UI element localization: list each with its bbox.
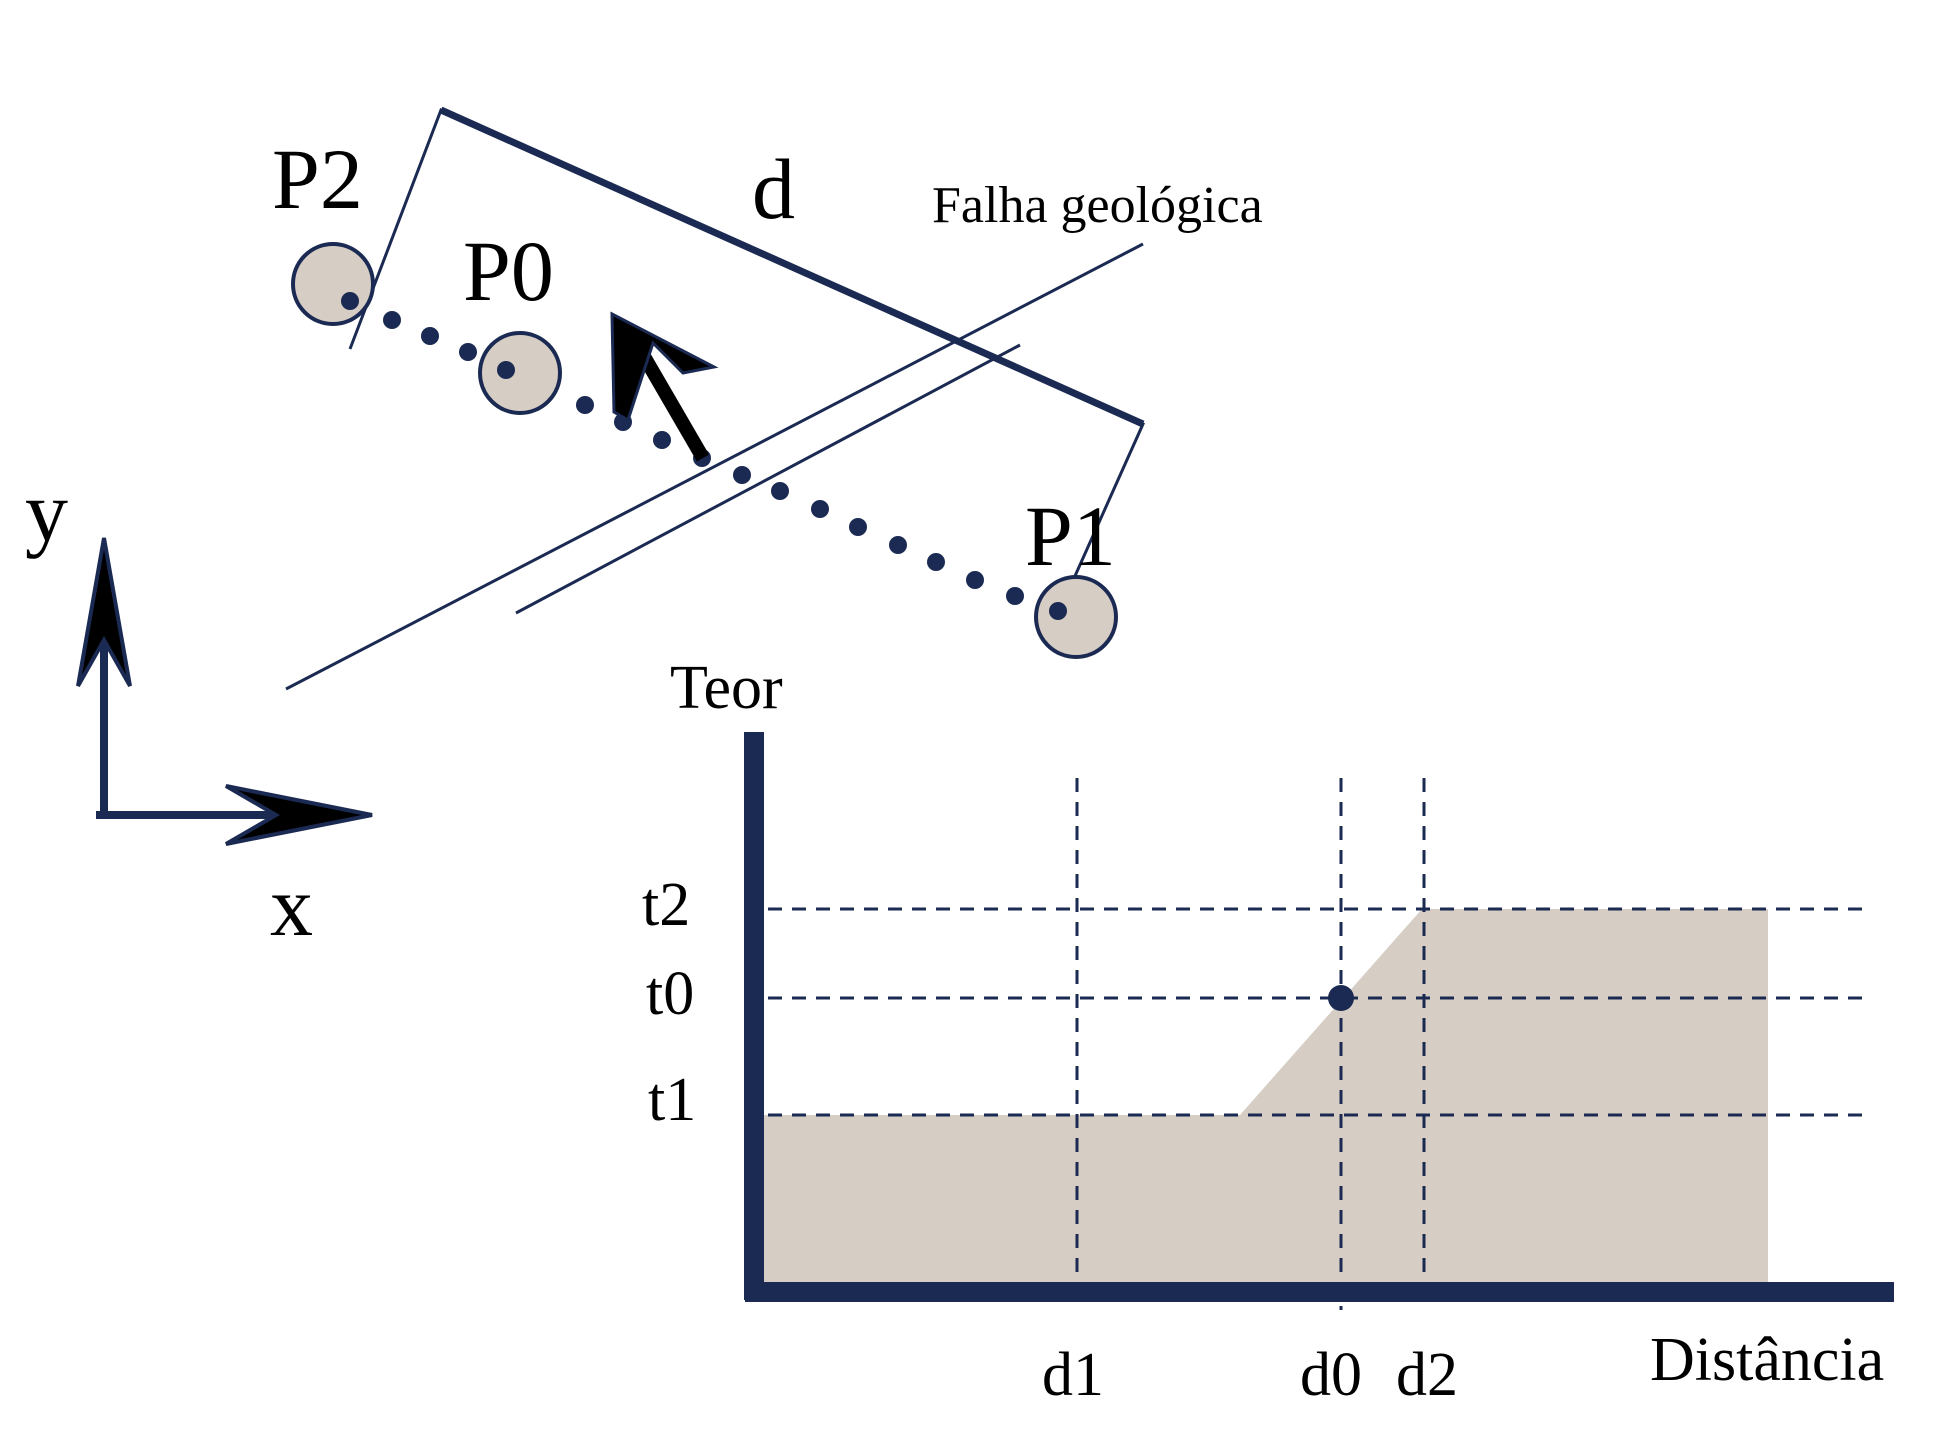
fault-movement-arrow [610,311,719,462]
grade-profile-area [761,909,1768,1290]
sample-point-p2 [291,242,375,326]
marked-point-d0-t0 [1328,985,1354,1011]
fault-line-upper [285,242,1144,691]
label-distance-d: d [752,141,795,237]
x-tick-d0: d0 [1300,1341,1362,1409]
label-x-axis: x [270,858,313,954]
y-tick-t1: t1 [648,1066,696,1134]
label-p1: P1 [1025,488,1116,584]
label-fault: Falha geológica [932,177,1263,234]
distance-bracket-bar [439,106,1145,428]
reference-lines [768,778,1872,1310]
y-tick-t2: t2 [642,871,690,939]
x-tick-d2: d2 [1396,1341,1458,1409]
fault-line-lower [515,343,1021,615]
label-p0: P0 [463,223,554,319]
dotted-connection-line [341,292,1024,605]
label-y-axis: y [25,463,68,559]
label-p2: P2 [272,131,363,227]
sample-point-p1 [1034,575,1118,659]
x-tick-d1: d1 [1042,1341,1104,1409]
sample-point-p0 [478,331,562,415]
y-tick-t0: t0 [646,960,694,1028]
chart-x-label: Distância [1650,1326,1884,1394]
chart-axes [744,732,1894,1302]
chart-y-label: Teor [670,654,783,722]
coordinate-axes [76,537,373,846]
